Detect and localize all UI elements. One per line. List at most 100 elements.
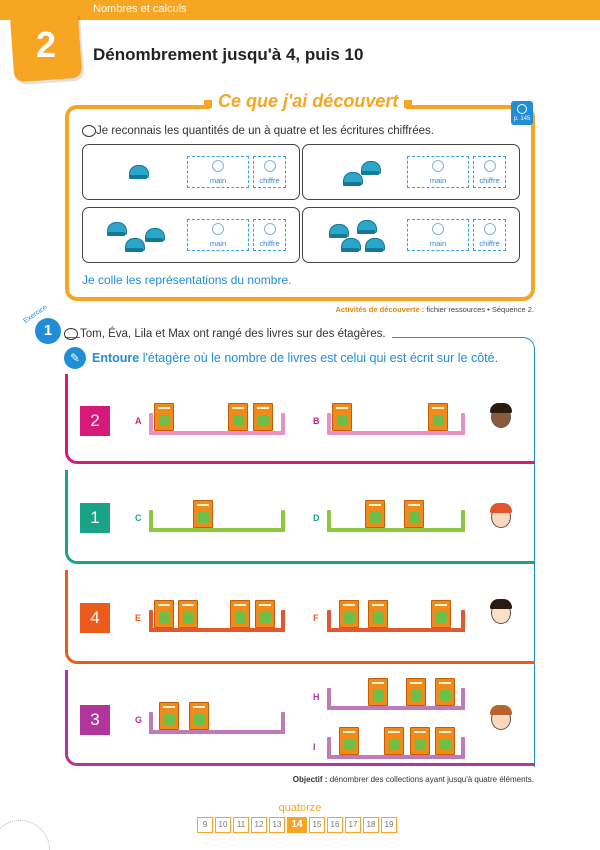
shelf-letter: I [313,742,316,752]
shelf-post [281,712,285,734]
book-icon [404,500,424,528]
avatar-hair [490,705,512,715]
shelf-g[interactable] [149,702,285,734]
dome-icon [343,172,363,186]
dome-icon [361,161,381,175]
shelf-letter: G [135,715,143,725]
dome-icon [365,238,385,252]
clock-icon [263,223,276,235]
exercise-row-3: 3 G H I [65,670,535,766]
shelf-i[interactable] [327,727,465,759]
drop-zone-label: main [429,239,447,248]
discovery-title: Ce que j'ai découvert [203,91,413,112]
book-icon [339,727,359,755]
page-link-9[interactable]: 9 [197,817,213,833]
main-drop-zone[interactable]: main [187,156,249,188]
collage-instruction: Je colle les représentations du nombre. [82,273,292,287]
shelf-post [149,610,153,632]
shelf-letter: C [135,513,142,523]
shelf-post [281,610,285,632]
lila-avatar [488,598,514,628]
chiffre-drop-zone[interactable]: chiffre [253,219,286,251]
book-icon [154,403,174,431]
book-icon [178,600,198,628]
exercise-row-2: 2 A B [65,374,535,464]
book-icon [154,600,174,628]
page-link-19[interactable]: 19 [381,817,397,833]
shelf-d[interactable] [327,500,465,532]
shelf-c[interactable] [149,500,285,532]
avatar-hair [490,599,512,609]
dome-icon [357,220,377,234]
dome-icon [341,238,361,252]
page-navigator: 9 10 11 12 13 14 15 16 17 18 19 [197,817,397,833]
quantity-cell-3: main chiffre [82,207,300,263]
dome-icon [125,238,145,252]
main-drop-zone[interactable]: main [407,219,469,251]
page-link-11[interactable]: 11 [233,817,249,833]
page-link-12[interactable]: 12 [251,817,267,833]
page-header: 2 Nombres et calculs Dénombrement jusqu'… [0,0,600,83]
dome-icon [329,224,349,238]
shelf-board [149,730,285,734]
drop-zone-label: main [209,239,227,248]
clock-icon [212,160,224,172]
drop-zone-label: chiffre [479,239,500,248]
book-icon [384,727,404,755]
clock-icon [212,223,224,235]
page-link-17[interactable]: 17 [345,817,361,833]
shelf-b[interactable] [327,403,465,435]
shelf-board [327,628,465,632]
page-link-13[interactable]: 13 [269,817,285,833]
page-title: Dénombrement jusqu'à 4, puis 10 [93,45,364,64]
row-frame [65,374,535,464]
shelf-h[interactable] [327,678,465,710]
shelf-letter: E [135,613,142,623]
chiffre-drop-zone[interactable]: chiffre [253,156,286,188]
quantity-cell-4: main chiffre [302,207,520,263]
shelf-letter: A [135,416,142,426]
shelf-e[interactable] [149,600,285,632]
row-frame [65,570,535,664]
speech-bubble-icon [82,125,96,137]
book-icon [365,500,385,528]
shelf-f[interactable] [327,600,465,632]
pencil-circle-icon: ✎ [64,347,86,369]
tom-avatar [488,402,514,432]
shelf-post [149,712,153,734]
quantity-cell-1: main chiffre [82,144,300,200]
objective-note: Objectif : dénombrer des collections aya… [293,775,534,784]
target-number: 1 [80,503,110,533]
shelf-board [327,528,465,532]
shelf-board [327,706,465,710]
book-icon [368,600,388,628]
main-drop-zone[interactable]: main [187,219,249,251]
chiffre-drop-zone[interactable]: chiffre [473,219,506,251]
shelf-letter: H [313,692,320,702]
page-link-10[interactable]: 10 [215,817,231,833]
discovery-intro: Je reconnais les quantités de un à quatr… [96,125,434,137]
page-link-15[interactable]: 15 [309,817,325,833]
page-link-18[interactable]: 18 [363,817,379,833]
main-drop-zone[interactable]: main [407,156,469,188]
page-link-16[interactable]: 16 [327,817,343,833]
quantity-cell-2: main chiffre [302,144,520,200]
clock-icon [483,223,496,235]
target-number: 3 [80,705,110,735]
drop-zone-label: main [209,176,227,185]
shelf-a[interactable] [149,403,285,435]
page-link-current[interactable]: 14 [287,817,307,833]
drop-zone-label: chiffre [259,239,280,248]
page-reference: p. 145 [511,101,533,125]
avatar-hair [490,403,512,413]
drop-zone-label: chiffre [259,176,280,185]
book-icon [255,600,275,628]
header-band [0,0,600,20]
eva-avatar [488,502,514,532]
exercise-intro: Tom, Éva, Lila et Max ont rangé des livr… [80,328,392,340]
chiffre-drop-zone[interactable]: chiffre [473,156,506,188]
drop-zone-label: main [429,176,447,185]
target-number: 2 [80,406,110,436]
shelf-letter: B [313,416,320,426]
instruction-text: l'étagère où le nombre de livres est cel… [142,351,499,365]
